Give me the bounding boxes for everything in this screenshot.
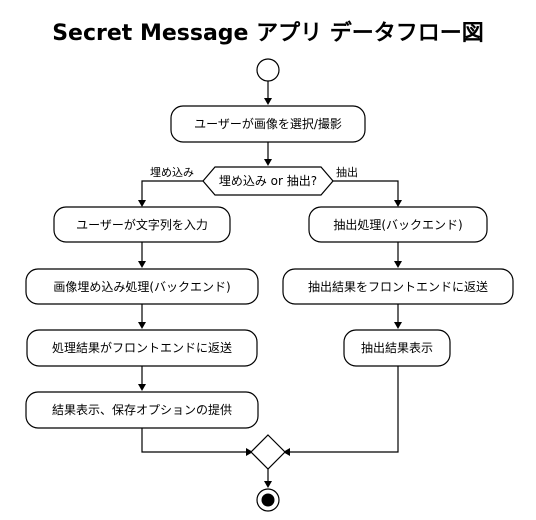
arrowhead (394, 200, 402, 207)
node-return-extract (282, 268, 514, 305)
arrowhead (264, 98, 272, 105)
node-show-save (25, 391, 259, 429)
edge-label-extract: 抽出 (336, 165, 358, 179)
end-node-core (261, 493, 275, 507)
edge-decision-to-input (141, 180, 203, 205)
arrowhead (394, 261, 402, 268)
edge-decision-to-extract (333, 180, 399, 205)
decision-node-label: 埋め込み or 抽出? (219, 174, 317, 188)
node-return-extract-label: 抽出結果をフロントエンドに返送 (308, 279, 488, 294)
node-input-text-label: ユーザーが文字列を入力 (76, 217, 208, 232)
edge-showextract-to-merge (286, 366, 399, 453)
node-extract-backend (308, 206, 488, 243)
arrowhead (138, 322, 146, 329)
node-embed-backend-label: 画像埋め込み処理(バックエンド) (53, 280, 230, 294)
node-select-image (170, 105, 366, 143)
arrowhead (138, 200, 146, 207)
edge-label-embed: 埋め込み (150, 166, 194, 179)
arrowhead (264, 481, 272, 488)
node-extract-backend-label: 抽出処理(バックエンド) (333, 218, 462, 232)
merge-node (250, 434, 286, 470)
node-input-text (53, 206, 231, 243)
decision-node (202, 166, 334, 196)
diagram-title: Secret Message アプリ データフロー図 (52, 20, 484, 46)
arrowhead (138, 261, 146, 268)
edge-show-to-merge (141, 428, 250, 453)
node-show-extract-label: 抽出結果表示 (361, 341, 433, 355)
arrowhead (283, 448, 290, 456)
start-node (256, 58, 280, 82)
node-show-save-label: 結果表示、保存オプションの提供 (52, 402, 232, 417)
edges (138, 81, 402, 488)
node-show-extract (343, 329, 451, 367)
arrowhead (246, 448, 253, 456)
node-select-image-label: ユーザーが画像を選択/撮影 (194, 116, 342, 131)
arrowhead (264, 159, 272, 166)
arrowhead (138, 384, 146, 391)
node-return-embed-label: 処理結果がフロントエンドに返送 (52, 340, 232, 355)
node-return-embed (26, 329, 258, 367)
node-embed-backend (25, 268, 259, 305)
arrowhead (394, 322, 402, 329)
